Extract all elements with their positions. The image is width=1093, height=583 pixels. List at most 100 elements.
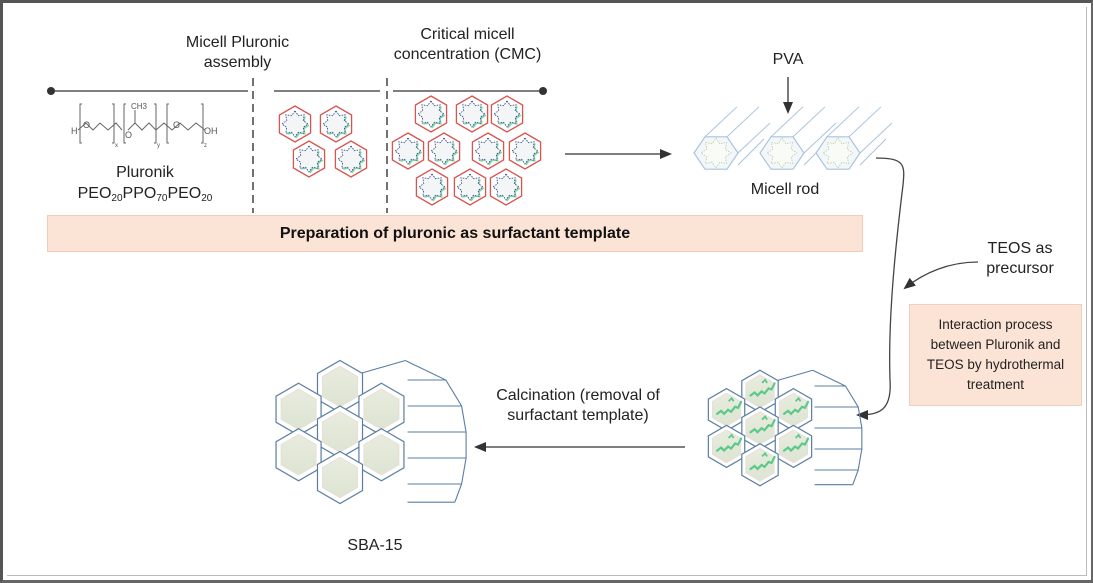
label-teos-line2: precursor [986,260,1054,277]
micelle-core [511,137,539,165]
subscript-z: z [204,143,207,149]
pore-cell [316,405,364,459]
micelle-core [493,100,521,128]
pore-cell [316,359,364,414]
micell-rod [693,106,771,170]
timeline [47,87,547,95]
label-pluronik: Pluronik PEO20PPO70PEO20 [60,163,230,204]
group-oh: OH [204,126,218,136]
pluronic-chemical-structure [77,103,206,144]
atom-o-1: O [83,120,90,130]
micelle-core [417,100,445,128]
micell-rod [815,106,893,170]
micell-rods [693,106,893,170]
micelle-core [430,137,458,165]
subscript-x: x [115,143,118,149]
micelle-core [456,173,484,201]
rod-edge [826,106,860,138]
micelle [391,132,425,170]
micelle [414,95,448,133]
micelle [508,132,542,170]
formula-peo-1: PEO [77,185,112,202]
pore-cell [358,428,405,482]
micelle-core [492,173,520,201]
micelle-core [281,110,309,138]
hydrothermal-product-structure [707,369,863,487]
pore-wall-extrusion [360,359,467,503]
rod-edge [770,106,804,138]
pore-cell [707,424,746,469]
label-calcination: Calcination (removal of surfactant templ… [478,386,678,426]
hydrothermal-info-box: Interaction process between Pluronik and… [909,304,1082,406]
formula-ppo: PPO [122,185,157,202]
formula-sub-2: 70 [156,193,168,204]
chemical-structure-text: H O O CH3 O OH x y z [71,102,218,149]
label-pluronik-name: Pluronik [116,164,174,181]
micelle-group-assembly [278,105,368,178]
pore-cell [774,387,813,432]
surfactant-polymer [794,433,802,439]
rod-edge [792,106,826,138]
formula-sub-3: 20 [201,193,213,204]
label-cmc-line2: concentration (CMC) [393,46,542,63]
micell-rod [759,106,837,170]
pore-cell [358,382,405,436]
label-teos-line1: TEOS as [987,240,1053,257]
rod-edge [859,138,887,166]
pore-cell [316,450,364,505]
micelle [415,168,449,206]
rod-edge [704,106,738,138]
pore-wall-extrusion [776,369,863,486]
surfactant-polymer [761,378,768,384]
micelle-core [418,173,446,201]
arrow-teos [903,261,979,290]
atom-o-3: O [173,120,180,130]
micelle [453,168,487,206]
micelle-core [295,145,323,173]
micelle [455,95,489,133]
timeline-end-dot [539,87,547,95]
rod-edge [803,122,837,154]
label-sba15: SBA-15 [347,537,403,554]
label-cmc: Critical micell concentration (CMC) [380,25,555,65]
micelle [334,140,368,178]
surfactant-polymer [715,437,743,453]
micelle [471,132,505,170]
pore-channel [280,434,317,476]
micelle [489,168,523,206]
formula-sub-1: 20 [111,193,123,204]
micelle [427,132,461,170]
surfactant-polymer [715,400,743,416]
preparation-banner: Preparation of pluronic as surfactant te… [47,215,863,252]
pore-cell [275,382,322,436]
label-calcination-line1: Calcination (removal of [496,387,660,404]
label-cmc-line1: Critical micell [420,26,515,43]
pore-wall-line [776,369,813,382]
pore-cell [275,428,322,482]
rod-edge [737,138,765,166]
micelle [319,105,353,143]
surfactant-polymer [761,451,768,457]
micelle [490,95,524,133]
atom-o-2: O [125,130,132,140]
pore-wall-outline [405,360,467,503]
micelle-core [337,145,365,173]
label-pluronik-formula: PEO20PPO70PEO20 [60,184,230,204]
label-teos: TEOS as precursor [965,239,1075,279]
label-pva: PVA [772,51,804,68]
pore-cell [741,369,779,413]
label-micell-assembly: Micell Pluronic assembly [160,33,315,73]
pore-channel [322,456,358,499]
label-micell-rod: Micell rod [750,181,820,198]
micelle-core [458,100,486,128]
surfactant-polymer [782,437,810,453]
group-ch3: CH3 [131,102,148,111]
label-micell-assembly-line2: assembly [203,54,272,71]
micelle-core [474,137,502,165]
label-micell-assembly-line1: Micell Pluronic [185,34,290,51]
surfactant-polymer [794,396,802,402]
rod-edge [859,122,893,154]
surfactant-polymer [749,382,776,398]
